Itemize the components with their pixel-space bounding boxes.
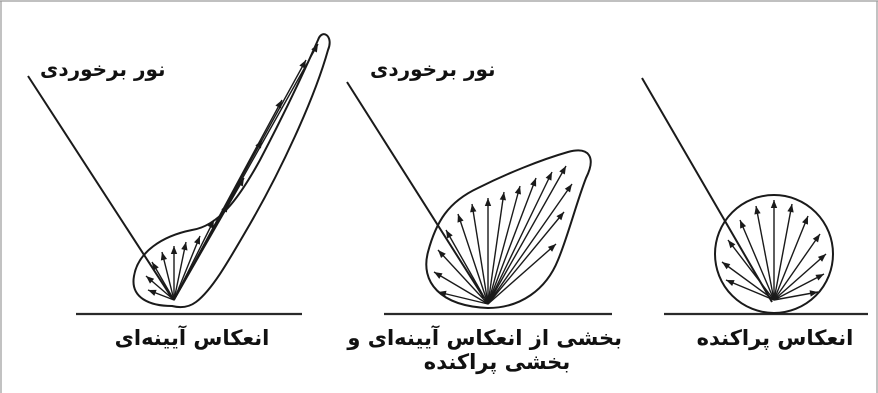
mixed-arrowhead-9 (515, 186, 521, 195)
mixed-arrowhead-5 (457, 214, 463, 223)
mixed-arrowhead-13 (565, 184, 572, 192)
specular-arrowhead-1 (148, 290, 157, 296)
diffuse-arrowhead-6 (771, 200, 777, 208)
incident-ray-diffuse (642, 78, 772, 302)
diffuse-arrowhead-5 (754, 206, 760, 214)
mixed-arrowhead-8 (500, 192, 506, 200)
mixed-arrowhead-6 (470, 204, 476, 212)
caption-specular-reflection: انعکاس آیینه‌ای (112, 326, 272, 350)
mixed-arrowhead-12 (559, 166, 566, 175)
specular-arrowhead-7 (194, 236, 200, 245)
mixed-arrowhead-7 (485, 198, 491, 206)
diffuse-arrowhead-3 (728, 240, 735, 248)
incident-ray-specular (28, 76, 172, 298)
incident-light-label-middle: نور برخوردی (370, 58, 496, 81)
mixed-ray-9 (488, 186, 520, 304)
mixed-reflected-rays (434, 166, 572, 304)
mixed-arrowhead-11 (546, 172, 552, 181)
diffuse-arrowhead-9 (813, 234, 820, 242)
mixed-arrowhead-4 (446, 230, 453, 239)
specular-ray-7 (174, 236, 200, 300)
mixed-arrowhead-10 (530, 178, 536, 187)
mixed-ray-10 (488, 178, 536, 304)
diffuse-reflected-rays (722, 200, 826, 300)
specular-arrowhead-5 (171, 246, 177, 254)
caption-mixed-line-1: بخشی از انعکاس آیینه‌ای و (372, 326, 622, 350)
caption-diffuse-reflection: انعکاس پراکنده (690, 326, 860, 350)
caption-mixed-reflection: بخشی از انعکاس آیینه‌ای و بخشی پراکنده (372, 326, 622, 374)
mixed-ray-2 (434, 272, 488, 304)
diffuse-arrowhead-7 (787, 204, 793, 212)
diffuse-ray-5 (756, 206, 774, 300)
specular-arrowhead-6 (181, 242, 187, 250)
specular-ray-14 (174, 44, 318, 300)
caption-mixed-line-2: بخشی پراکنده (372, 350, 622, 374)
incident-ray-mixed (347, 82, 484, 298)
diffuse-arrowhead-1 (726, 280, 735, 286)
diffuse-arrowhead-11 (815, 274, 824, 281)
diffuse-arrowhead-4 (740, 220, 746, 229)
diffuse-arrowhead-2 (722, 262, 730, 269)
mixed-ray-13 (488, 184, 572, 304)
incident-light-label-left: نور برخوردی (40, 58, 166, 81)
diffuse-arrowhead-8 (802, 216, 808, 225)
mixed-ray-12 (488, 166, 566, 304)
mixed-arrowhead-2 (434, 272, 443, 279)
specular-reflected-rays (146, 44, 318, 300)
mixed-ray-15 (488, 244, 556, 304)
